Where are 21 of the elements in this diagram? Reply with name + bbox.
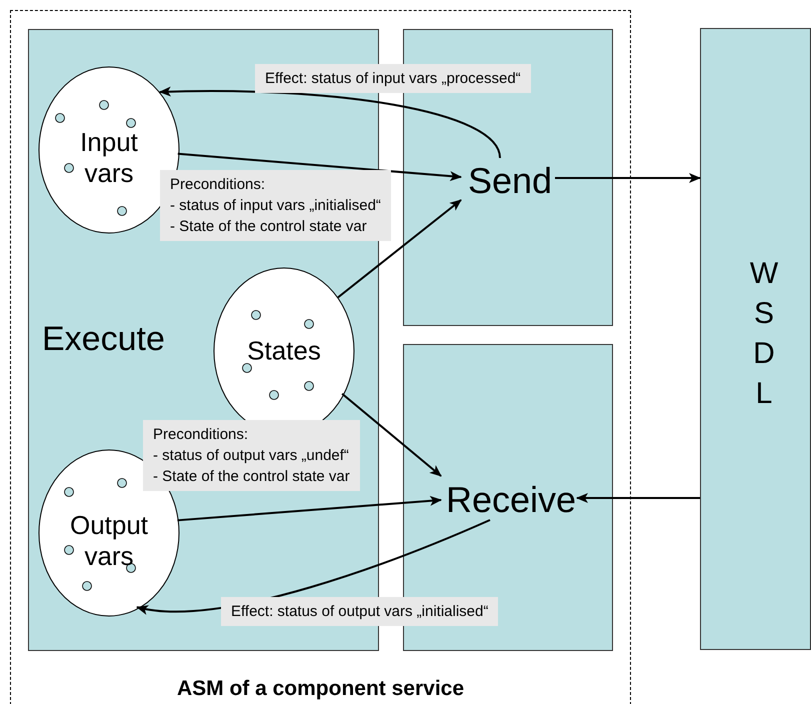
boundary-caption: ASM of a component service [176, 677, 466, 701]
edge-label: Preconditions: - status of input vars „initialised“ - State of the control state var [160, 170, 391, 241]
arrow [341, 392, 442, 477]
action-label: Receive [443, 478, 579, 522]
action-label: Send [463, 160, 557, 202]
arrow [178, 152, 462, 182]
panel [403, 29, 613, 326]
ellipse-label: Input vars [79, 127, 139, 189]
panel-title: Execute [42, 320, 165, 359]
arrow [576, 493, 700, 503]
edge-label: Effect: status of input vars „processed“ [255, 64, 531, 93]
arrow [337, 199, 462, 298]
edge-label: Effect: status of output vars „initialised“ [221, 597, 498, 626]
panel [700, 28, 811, 650]
ellipse-label: States [246, 336, 322, 366]
arrow [158, 86, 501, 158]
arrow [555, 173, 701, 183]
ellipse-label: Output vars [68, 510, 150, 572]
panel-title: WSDL [749, 256, 779, 412]
edge-label: Preconditions: - status of output vars „undef“ - State of the control state var [143, 420, 360, 491]
arrow [177, 496, 442, 522]
